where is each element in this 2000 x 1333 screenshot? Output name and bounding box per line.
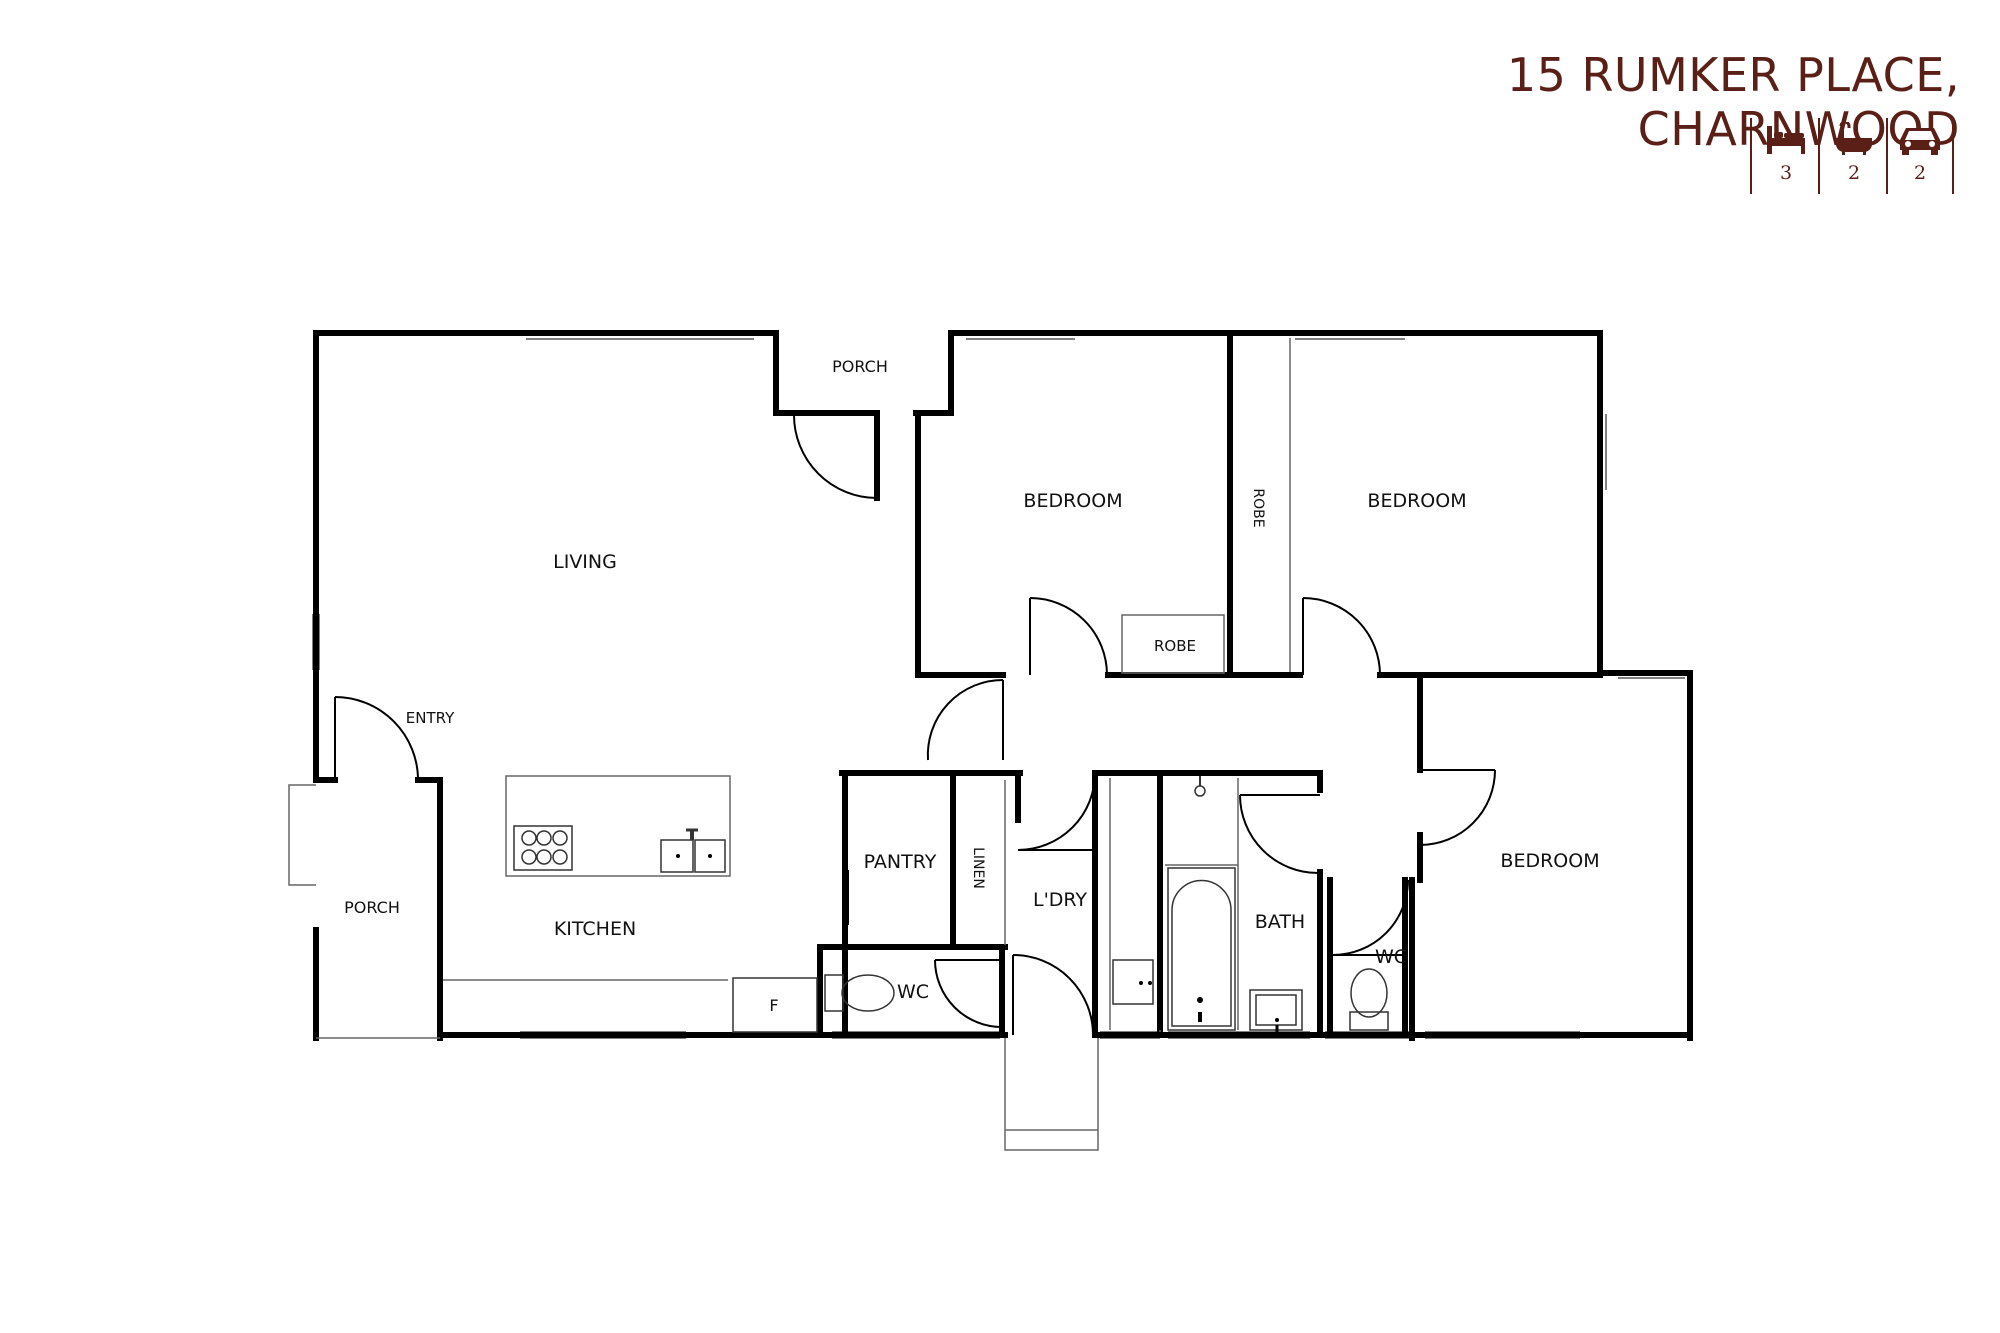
sink-icon [660, 828, 726, 873]
bed-icon [1767, 126, 1805, 154]
bathroom-count: 2 [1847, 162, 1861, 184]
shower-icon [1194, 785, 1206, 797]
toilet-icon [824, 974, 895, 1012]
room-label-bath: BATH [1255, 911, 1305, 933]
room-label-kitchen: KITCHEN [554, 918, 636, 940]
vanity-icon [1249, 989, 1303, 1031]
room-label-entry: ENTRY [406, 709, 455, 727]
laundry-tub-icon [1112, 959, 1154, 1005]
toilet-icon [1349, 968, 1389, 1031]
bedroom-count: 3 [1779, 162, 1793, 184]
feature-divider [1886, 118, 1888, 194]
room-label-laundry: L'DRY [1033, 889, 1087, 911]
bathtub-icon [1167, 867, 1236, 1031]
room-label-porch-left: PORCH [344, 898, 400, 917]
walls [313, 330, 1693, 1041]
room-label-wc-2: WC [1375, 946, 1407, 968]
room-label-bedroom-1: BEDROOM [1023, 490, 1122, 512]
bath-icon [1836, 122, 1872, 155]
bedrooms-feature: 3 [1754, 118, 1818, 194]
room-label-wc-1: WC [897, 981, 929, 1003]
feature-divider [1750, 118, 1752, 194]
fridge-label: F [769, 996, 778, 1015]
feature-divider [1818, 118, 1820, 194]
feature-divider [1952, 118, 1954, 194]
bathrooms-feature: 2 [1822, 118, 1886, 194]
room-label-robe-side: ROBE [1250, 488, 1266, 527]
parking-feature: 2 [1888, 118, 1952, 194]
room-label-bedroom-3: BEDROOM [1500, 850, 1599, 872]
room-label-linen: LINEN [970, 847, 986, 889]
cooktop-icon [513, 825, 573, 871]
parking-count: 2 [1913, 162, 1927, 184]
door-swings [334, 414, 1496, 1036]
windows [312, 332, 1685, 1039]
room-label-bedroom-2: BEDROOM [1367, 490, 1466, 512]
property-features: 3 2 2 [1750, 118, 1954, 194]
room-label-pantry: PANTRY [864, 851, 937, 873]
room-label-living: LIVING [553, 551, 617, 573]
fixtures-lines [288, 338, 1291, 1151]
room-label-robe: ROBE [1154, 637, 1196, 655]
car-icon [1900, 128, 1940, 155]
fridge-icon [732, 977, 818, 1033]
room-label-porch-top: PORCH [832, 357, 888, 376]
